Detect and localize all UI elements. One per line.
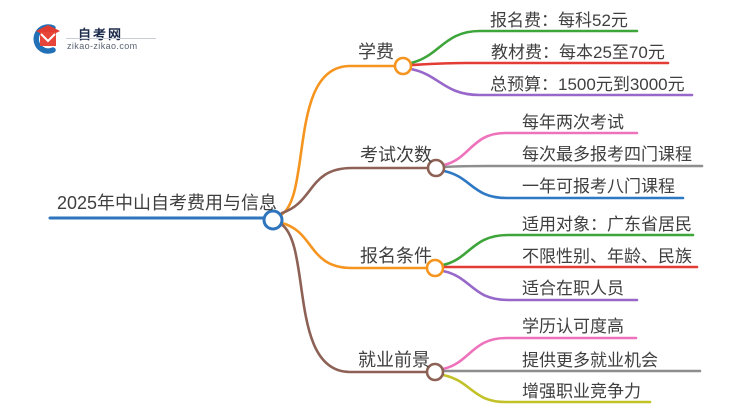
root-topic-label[interactable]: 2025年中山自考费用与信息 (57, 193, 278, 213)
node-handle-tuition[interactable] (393, 56, 413, 76)
branch-line-tuition (279, 64, 397, 217)
child-line-eligible-residents (441, 233, 695, 267)
child-label-twice-yearly[interactable]: 每年两次考试 (522, 113, 624, 132)
child-line-textbook-fee (409, 61, 670, 67)
logo-divider (66, 38, 156, 39)
child-line-four-courses (442, 164, 704, 169)
node-handle-exam-frequency[interactable] (426, 158, 446, 178)
child-line-registration-fee (409, 29, 639, 65)
child-label-competitiveness[interactable]: 增强职业竞争力 (522, 382, 641, 401)
branch-line-career-prospects (279, 222, 429, 374)
child-label-eight-courses[interactable]: 一年可报考八门课程 (522, 177, 675, 196)
child-line-twice-yearly (442, 131, 639, 167)
child-line-competitiveness (441, 373, 652, 404)
branch-label-exam-frequency[interactable]: 考试次数 (360, 145, 432, 165)
child-line-recognized-degree (441, 336, 638, 371)
child-label-total-budget[interactable]: 总预算：1500元到3000元 (490, 75, 685, 94)
child-label-more-jobs[interactable]: 提供更多就业机会 (522, 351, 658, 370)
branch-label-tuition[interactable]: 学费 (358, 42, 394, 62)
child-line-eight-courses (442, 169, 685, 200)
node-handle-registration-requirements[interactable] (425, 258, 445, 278)
child-label-no-restrictions[interactable]: 不限性别、年龄、民族 (522, 247, 692, 266)
child-label-textbook-fee[interactable]: 教材费：每本25至70元 (491, 43, 665, 62)
branch-line-exam-frequency (280, 166, 430, 215)
child-label-four-courses[interactable]: 每次最多报考四门课程 (522, 145, 692, 164)
child-line-working-people (441, 269, 639, 302)
site-logo: 自考网 zikao-zikao.com (30, 20, 170, 62)
branch-line-registration-requirements (280, 221, 429, 270)
node-handle-career-prospects[interactable] (425, 362, 445, 382)
logo-domain: zikao-zikao.com (67, 41, 138, 51)
child-line-total-budget (409, 67, 694, 97)
child-label-eligible-residents[interactable]: 适用对象：广东省居民 (522, 215, 692, 234)
branch-label-registration-requirements[interactable]: 报名条件 (360, 246, 432, 266)
child-label-registration-fee[interactable]: 报名费：每科52元 (490, 11, 628, 30)
graduation-cap-icon (33, 24, 60, 54)
root-node-handle[interactable] (262, 209, 284, 231)
child-label-recognized-degree[interactable]: 学历认可度高 (522, 317, 624, 336)
branch-label-career-prospects[interactable]: 就业前景 (358, 350, 430, 370)
child-label-working-people[interactable]: 适合在职人员 (522, 279, 624, 298)
